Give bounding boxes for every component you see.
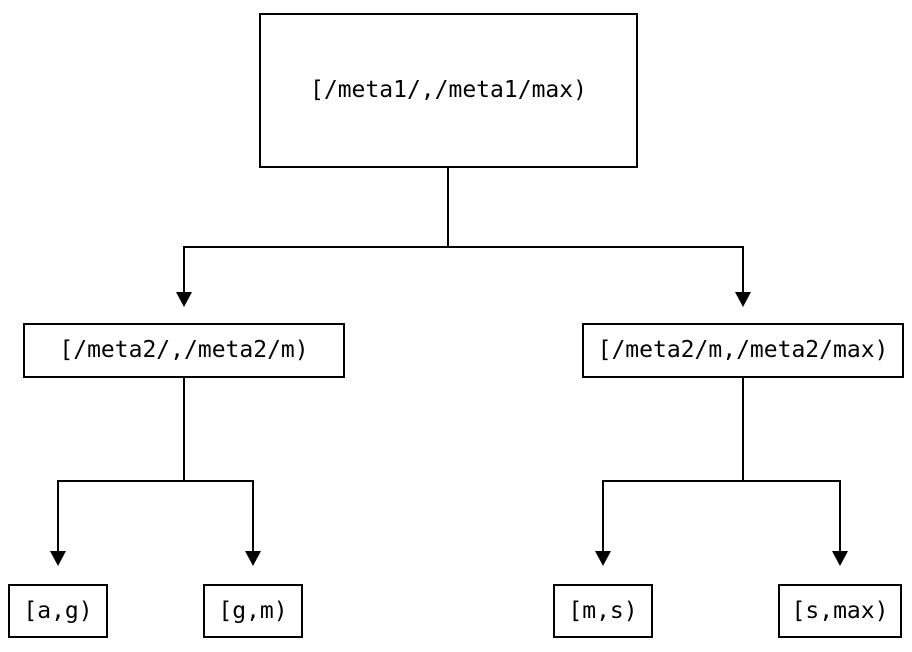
edge-root-crossbar xyxy=(183,246,744,248)
node-meta2-right-interval: [/meta2/m,/meta2/max) xyxy=(582,323,904,378)
edge-to-leaf-a-g-drop xyxy=(57,480,59,552)
node-leaf-m-s: [m,s) xyxy=(553,584,653,638)
edge-root-to-left-drop xyxy=(183,246,185,294)
arrowhead-down-icon xyxy=(176,292,192,307)
node-root-interval: [/meta1/,/meta1/max) xyxy=(259,13,638,168)
node-leaf-a-g: [a,g) xyxy=(8,584,108,638)
arrowhead-down-icon xyxy=(735,292,751,307)
edge-root-stem xyxy=(447,168,449,247)
arrowhead-down-icon xyxy=(245,551,261,566)
edge-meta2-left-stem xyxy=(183,377,185,481)
node-meta2-left-interval: [/meta2/,/meta2/m) xyxy=(23,323,345,378)
node-leaf-g-m: [g,m) xyxy=(203,584,303,638)
edge-root-to-right-drop xyxy=(742,246,744,294)
arrowhead-down-icon xyxy=(595,551,611,566)
edge-to-leaf-g-m-drop xyxy=(252,480,254,552)
edge-to-leaf-m-s-drop xyxy=(602,480,604,552)
arrowhead-down-icon xyxy=(50,551,66,566)
edge-meta2-right-stem xyxy=(742,377,744,481)
edge-to-leaf-s-max-drop xyxy=(839,480,841,552)
edge-meta2-right-crossbar xyxy=(602,480,841,482)
edge-meta2-left-crossbar xyxy=(57,480,254,482)
arrowhead-down-icon xyxy=(832,551,848,566)
node-leaf-s-max: [s,max) xyxy=(778,584,902,638)
